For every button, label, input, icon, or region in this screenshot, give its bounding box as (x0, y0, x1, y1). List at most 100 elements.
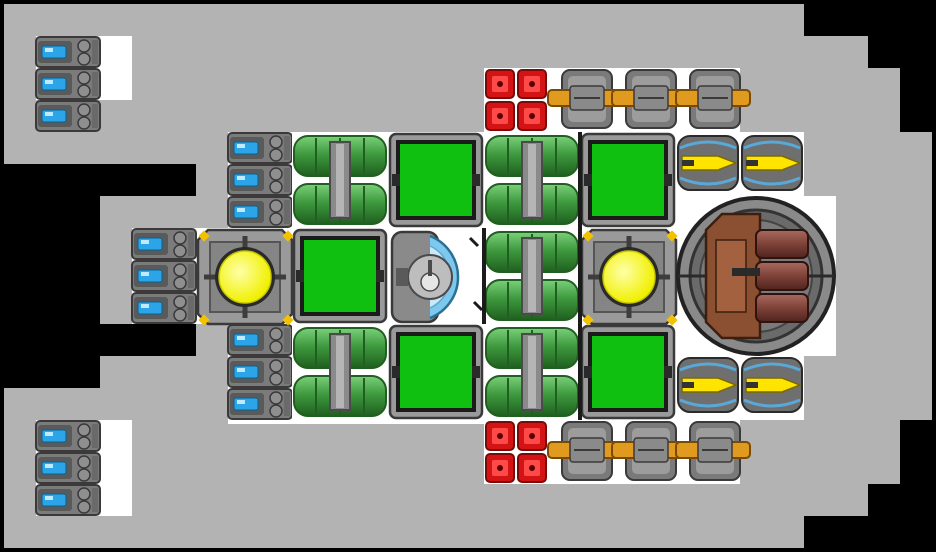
explosive-core (497, 81, 503, 87)
thruster-block[interactable] (227, 196, 293, 228)
thruster-highlight (141, 304, 149, 308)
thruster-nozzle-top (269, 359, 283, 373)
cannon-block[interactable] (675, 421, 751, 481)
explosive-core (529, 465, 535, 471)
pipe-coupler-highlight (336, 336, 344, 408)
explosive-block[interactable] (485, 101, 515, 131)
green-panel-block[interactable] (580, 132, 676, 228)
green-panel-block[interactable] (388, 324, 484, 420)
thruster-block[interactable] (35, 100, 101, 132)
cannon-block[interactable] (547, 421, 623, 481)
thruster-nozzle-top (77, 103, 91, 117)
cannon-block[interactable] (547, 69, 623, 129)
thruster-bracket (92, 424, 98, 448)
thruster-block[interactable] (35, 68, 101, 100)
thruster-nozzle-top (173, 231, 187, 245)
thruster-nozzle-bottom (77, 116, 91, 130)
thruster-highlight (237, 176, 245, 180)
core-detailing (482, 132, 582, 420)
pipe-bundle-block[interactable] (292, 324, 388, 420)
thruster-nozzle-top (77, 487, 91, 501)
pipe-coupler-highlight (528, 336, 536, 408)
thruster-block[interactable] (227, 356, 293, 388)
thruster-highlight (45, 496, 53, 500)
thruster-bracket (92, 40, 98, 64)
thruster-bracket (188, 264, 194, 288)
green-panel-block[interactable] (580, 324, 676, 420)
thruster-block[interactable] (227, 388, 293, 420)
explosive-block[interactable] (485, 421, 515, 451)
thruster-nozzle-bottom (269, 340, 283, 354)
missile-arc-bottom (743, 398, 801, 408)
panel-clamp-right (664, 174, 672, 186)
explosive-block[interactable] (517, 101, 547, 131)
thruster-block[interactable] (35, 452, 101, 484)
panel-surface (300, 236, 380, 316)
explosive-block[interactable] (517, 453, 547, 483)
missile-arc-bottom (679, 176, 737, 186)
explosive-block[interactable] (485, 69, 515, 99)
thruster-highlight (141, 240, 149, 244)
thruster-block[interactable] (227, 132, 293, 164)
thruster-nozzle-bottom (77, 500, 91, 514)
panel-surface (588, 332, 668, 412)
reactor-core (602, 250, 656, 304)
thruster-block[interactable] (35, 36, 101, 68)
warning-light (198, 314, 210, 326)
missile-body (681, 377, 739, 393)
pipe-bundle-block[interactable] (484, 324, 580, 420)
thruster-bracket (188, 296, 194, 320)
green-panel-block[interactable] (292, 228, 388, 324)
missile-launcher-block[interactable] (677, 357, 739, 413)
missile-body (681, 155, 739, 171)
panel-clamp-left (296, 270, 304, 282)
shield-bracket (468, 236, 480, 248)
heavy-turret-block[interactable] (676, 196, 836, 356)
thruster-bracket (284, 392, 290, 416)
missile-launcher-block[interactable] (741, 357, 803, 413)
thruster-nozzle-bottom (269, 404, 283, 418)
missile-launcher-block[interactable] (741, 135, 803, 191)
thruster-block[interactable] (131, 292, 197, 324)
thruster-nozzle-top (269, 167, 283, 181)
thruster-block[interactable] (35, 420, 101, 452)
thruster-block[interactable] (35, 484, 101, 516)
thruster-highlight (45, 48, 53, 52)
thruster-bracket (188, 232, 194, 256)
thruster-nozzle-bottom (77, 436, 91, 450)
warning-light (582, 230, 594, 242)
thruster-nozzle-bottom (269, 180, 283, 194)
missile-fin (682, 382, 694, 388)
explosive-block[interactable] (517, 421, 547, 451)
pipe-bundle-block[interactable] (484, 228, 580, 324)
thruster-highlight (45, 432, 53, 436)
explosive-block[interactable] (485, 453, 515, 483)
explosive-block[interactable] (517, 69, 547, 99)
warning-light (666, 314, 678, 326)
green-panel-block[interactable] (388, 132, 484, 228)
cannon-block[interactable] (611, 69, 687, 129)
thruster-block[interactable] (131, 228, 197, 260)
reactor-block[interactable] (196, 228, 294, 326)
reactor-block[interactable] (580, 228, 678, 326)
pipe-bundle-block[interactable] (484, 132, 580, 228)
core-seam (578, 132, 582, 420)
missile-launcher-block[interactable] (677, 135, 739, 191)
pipe-bundle-block[interactable] (292, 132, 388, 228)
shield-emitter-stem (428, 260, 432, 276)
shield-generator-block[interactable] (390, 230, 484, 324)
warning-light (198, 230, 210, 242)
thruster-block[interactable] (227, 164, 293, 196)
cannon-block[interactable] (675, 69, 751, 129)
warning-light (282, 314, 294, 326)
thruster-block[interactable] (227, 324, 293, 356)
turret-breech (732, 268, 760, 276)
missile-fin (682, 160, 694, 166)
panel-surface (588, 140, 668, 220)
explosive-core (497, 465, 503, 471)
thruster-block[interactable] (131, 260, 197, 292)
thruster-nozzle-top (269, 135, 283, 149)
missile-arc-top (679, 362, 737, 372)
explosive-core (497, 113, 503, 119)
